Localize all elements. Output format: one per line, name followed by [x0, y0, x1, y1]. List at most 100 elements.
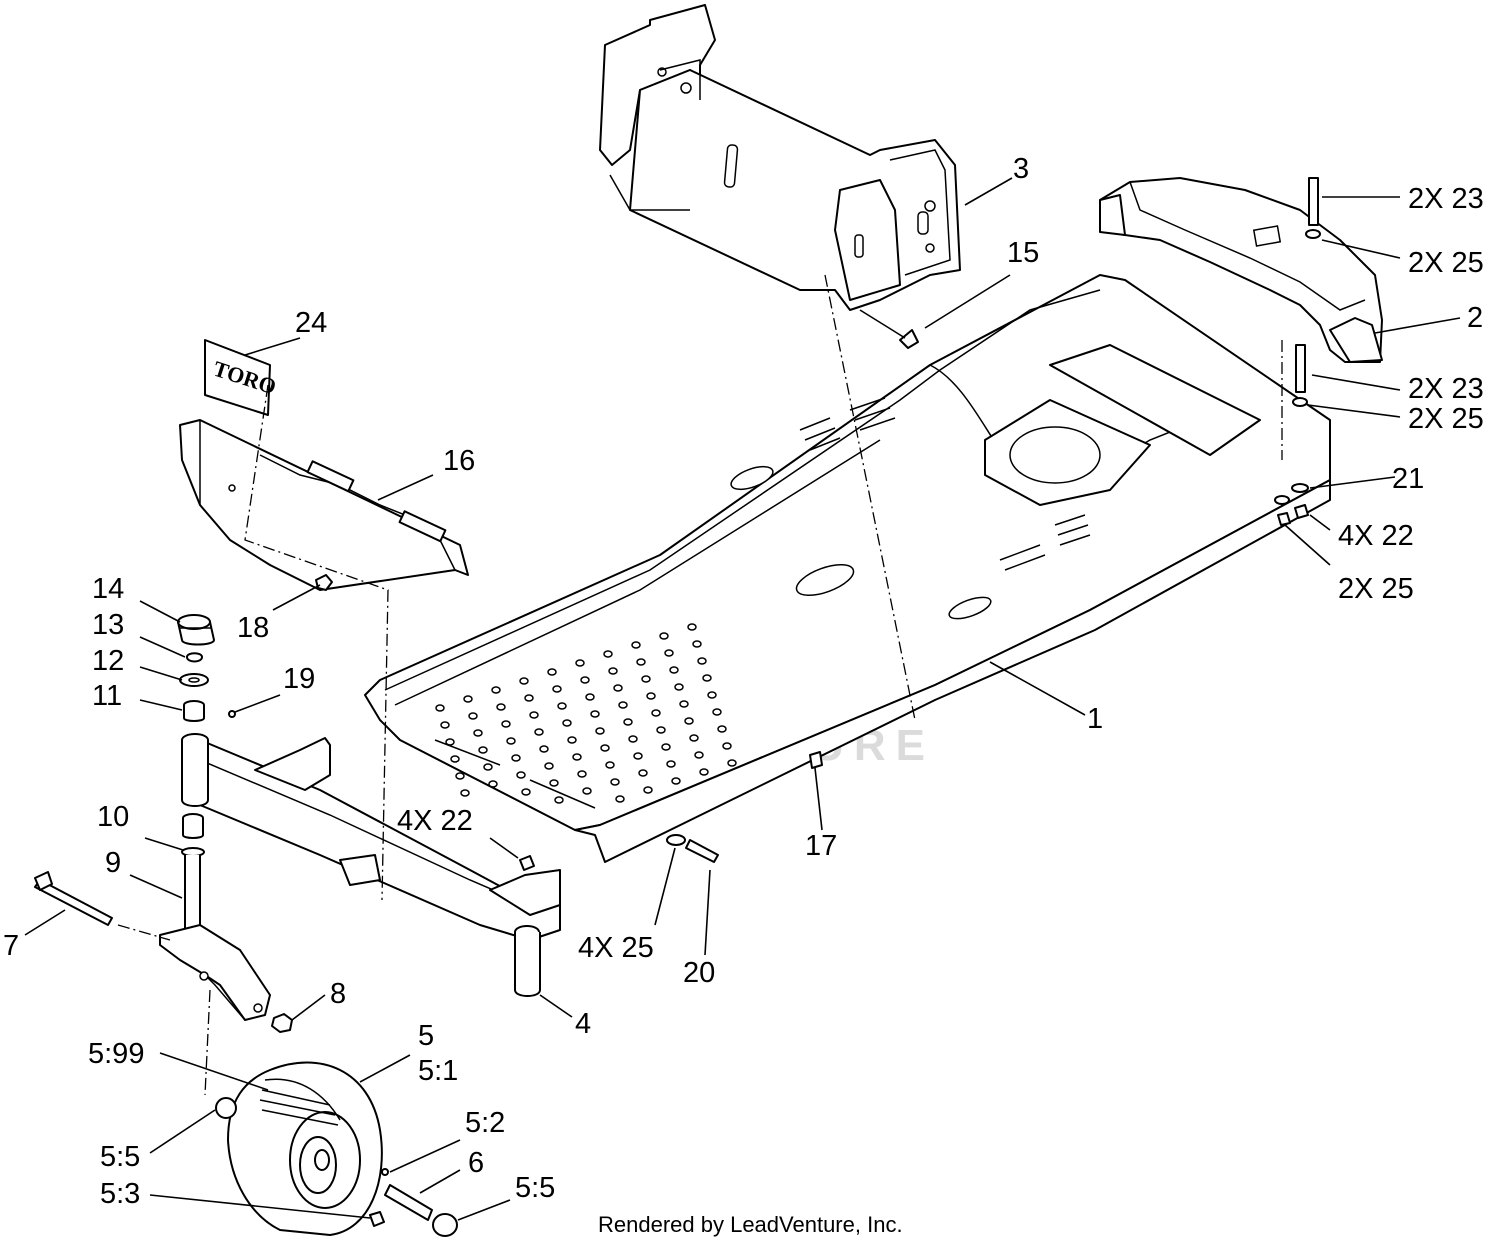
floor-perforation [656, 726, 666, 734]
floor-perforation [572, 753, 582, 761]
floor-perforation [712, 708, 722, 716]
floor-perforation [631, 641, 641, 649]
floor-perforation [496, 703, 506, 711]
floor-perforation [435, 704, 445, 712]
floor-perforation [549, 779, 559, 787]
floor-perforation [600, 744, 610, 752]
callout-9: 9 [105, 847, 121, 879]
floor-perforation [590, 710, 600, 718]
floor-perforation [582, 787, 592, 795]
part-24-toro-decal: TORO [204, 339, 279, 416]
floor-perforation [727, 759, 737, 767]
callout-2x-25-upper: 2X 25 [1408, 247, 1484, 279]
callout-16: 16 [443, 445, 475, 477]
floor-perforation [595, 727, 605, 735]
floor-perforation [557, 702, 567, 710]
part-4-front-axle [181, 733, 561, 997]
floor-perforation [491, 686, 501, 694]
floor-perforation [638, 769, 648, 777]
footer-credit: Rendered by LeadVenture, Inc. [598, 1212, 903, 1237]
floor-perforation [707, 691, 717, 699]
part-8-nut [271, 1013, 293, 1033]
floor-perforation [506, 737, 516, 745]
callout-19: 19 [283, 663, 315, 695]
floor-perforation [539, 745, 549, 753]
spindle-stack [177, 614, 215, 722]
floor-perforation [529, 711, 539, 719]
floor-perforation [473, 729, 483, 737]
floor-perforation [562, 719, 572, 727]
floor-perforation [669, 666, 679, 674]
callout-12: 12 [92, 645, 124, 677]
floor-perforation [661, 743, 671, 751]
frame-floor-perforations [435, 623, 737, 804]
assembly-dashed-lines [117, 274, 1283, 1096]
floor-perforation [478, 746, 488, 754]
floor-perforation [651, 709, 661, 717]
floor-perforation [534, 728, 544, 736]
callout-5-5-left: 5:5 [100, 1141, 140, 1173]
callout-14: 14 [92, 573, 124, 605]
floor-perforation [694, 751, 704, 759]
floor-perforation [610, 778, 620, 786]
callout-5: 5 [418, 1020, 434, 1052]
floor-perforation [613, 684, 623, 692]
floor-perforation [544, 762, 554, 770]
part-9-fork [159, 813, 271, 1021]
callout-labels: 3 15 2X 23 2X 25 2 2X 23 2X 25 21 4X 22 … [3, 153, 1484, 1210]
floor-perforation [615, 795, 625, 803]
callout-15: 15 [1007, 237, 1039, 269]
floor-perforation [547, 668, 557, 676]
callout-2x-25-mid: 2X 25 [1408, 403, 1484, 435]
callout-5-1: 5:1 [418, 1055, 458, 1087]
floor-perforation [671, 777, 681, 785]
part-5-wheel [215, 1061, 458, 1237]
callout-1: 1 [1087, 703, 1103, 735]
floor-perforation [687, 623, 697, 631]
floor-perforation [608, 667, 618, 675]
floor-perforation [702, 674, 712, 682]
floor-perforation [659, 632, 669, 640]
callout-5-3: 5:3 [100, 1178, 140, 1210]
floor-perforation [511, 754, 521, 762]
callout-3: 3 [1013, 153, 1029, 185]
callout-20: 20 [683, 957, 715, 989]
floor-perforation [674, 683, 684, 691]
floor-perforation [455, 772, 465, 780]
floor-perforation [575, 659, 585, 667]
callout-24: 24 [295, 307, 327, 339]
floor-perforation [577, 770, 587, 778]
callout-4x-25: 4X 25 [578, 932, 654, 964]
floor-perforation [636, 658, 646, 666]
floor-perforation [440, 721, 450, 729]
floor-perforation [521, 788, 531, 796]
callout-4x-22-front: 4X 22 [397, 805, 473, 837]
floor-perforation [689, 734, 699, 742]
floor-perforation [585, 693, 595, 701]
callout-5-99: 5:99 [88, 1038, 144, 1070]
callout-18: 18 [237, 612, 269, 644]
small-hardware [228, 177, 1321, 871]
callout-13: 13 [92, 609, 124, 641]
callout-5-5-right: 5:5 [515, 1172, 555, 1204]
floor-perforation [450, 755, 460, 763]
floor-perforation [666, 760, 676, 768]
floor-perforation [483, 763, 493, 771]
floor-perforation [519, 677, 529, 685]
callout-4: 4 [575, 1008, 591, 1040]
floor-perforation [580, 676, 590, 684]
floor-perforation [628, 735, 638, 743]
callout-17: 17 [805, 830, 837, 862]
floor-perforation [618, 701, 628, 709]
part-7-bolt [34, 871, 113, 926]
floor-perforation [605, 761, 615, 769]
floor-perforation [488, 780, 498, 788]
floor-perforation [567, 736, 577, 744]
part-16-front-shroud [179, 419, 469, 591]
floor-perforation [524, 694, 534, 702]
callout-2x-25-lower: 2X 25 [1338, 573, 1414, 605]
floor-perforation [516, 771, 526, 779]
floor-perforation [623, 718, 633, 726]
floor-perforation [664, 649, 674, 657]
